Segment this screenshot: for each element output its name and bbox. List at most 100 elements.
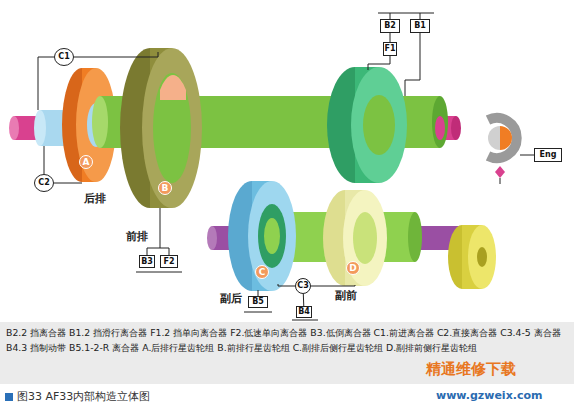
- stage-label: 后排: [84, 191, 124, 207]
- output-gear: [327, 67, 407, 183]
- sub-rear-gear: [228, 181, 296, 291]
- connector-line: [390, 33, 391, 42]
- component-label: F1: [384, 45, 395, 53]
- sub-rear-gear-part: [248, 181, 296, 291]
- torque-converter-part: [500, 126, 512, 150]
- sub-rear-gear-part: [258, 204, 286, 268]
- badge-outline: [256, 266, 269, 279]
- linkage-lines-part: [147, 248, 148, 255]
- linkage-lines-part: [420, 13, 421, 19]
- clutch-symbol: C2: [34, 174, 54, 192]
- box-outline: [140, 256, 155, 268]
- linkage-lines-part: [74, 52, 158, 57]
- torque-converter-part: [520, 155, 534, 156]
- linkage-lines-part: [405, 33, 420, 96]
- linkage-lines-part: [378, 13, 434, 14]
- component-box: Eng: [534, 148, 562, 162]
- sub-shaft-part: [408, 212, 422, 262]
- linkage-lines: [38, 13, 434, 320]
- intermediate-shaft-part: [432, 96, 448, 148]
- gear-set-marker: B: [158, 181, 172, 195]
- circle-outline: [35, 175, 54, 192]
- watermark-url: www.gzweix.com: [436, 388, 571, 404]
- linkage-lines-part: [258, 290, 259, 296]
- sub-front-gear: [323, 190, 387, 286]
- gear-set-marker: A: [79, 155, 93, 169]
- linkage-lines-part: [44, 146, 45, 174]
- circle-outline: [55, 49, 74, 66]
- figure-caption: 图33 AF33内部构造立体图: [17, 389, 150, 405]
- sub-rear-gear-part: [264, 218, 280, 254]
- torque-converter-part: [488, 118, 517, 158]
- component-label: C2: [38, 179, 49, 187]
- linkage-lines-part: [311, 285, 355, 286]
- torque-converter-part: [495, 166, 505, 178]
- linkage-lines-part: [54, 183, 82, 184]
- stage-label: 副后: [220, 291, 250, 307]
- box-outline: [297, 307, 312, 318]
- sub-front-gear-part: [343, 190, 387, 286]
- output-disc: [448, 225, 496, 289]
- box-outline: [381, 20, 400, 33]
- watermark: 精通维修下载: [426, 359, 571, 381]
- gear-letter: A: [83, 158, 90, 167]
- badge-outline: [347, 262, 360, 275]
- component-label: B3: [141, 258, 153, 266]
- output-disc-part: [468, 225, 496, 289]
- legend-note: B2.2 挡离合器 B1.2 挡滑行离合器 F1.2 挡单向离合器 F2.低速单…: [6, 325, 566, 355]
- box-outline: [249, 297, 268, 308]
- linkage-lines-part: [147, 248, 169, 249]
- torque-converter: [488, 118, 534, 184]
- caption-marker: [5, 393, 13, 401]
- front-planetary-gear-part: [153, 73, 191, 183]
- component-box: B4: [296, 306, 312, 318]
- output-gear-part: [351, 67, 407, 183]
- gear-letter: C: [259, 268, 266, 277]
- note-band: [0, 322, 574, 384]
- badge-outline: [80, 156, 93, 169]
- box-outline: [384, 43, 397, 56]
- component-box: F1: [383, 42, 397, 56]
- front-planetary-gear-part: [142, 48, 202, 208]
- clutch-symbol: C3: [295, 278, 311, 294]
- component-box: B1: [410, 19, 430, 33]
- linkage-lines-part: [160, 208, 161, 248]
- gear-letter: B: [162, 184, 169, 193]
- badge-outline: [159, 182, 172, 195]
- front-planetary-gear: [120, 48, 202, 208]
- linkage-lines-part: [368, 56, 390, 70]
- box-outline: [535, 149, 562, 162]
- clutch-symbol: C1: [54, 48, 74, 66]
- input-shaft-part: [451, 116, 461, 140]
- connector-line: [303, 294, 304, 306]
- linkage-lines-part: [169, 248, 170, 255]
- component-label: B2: [384, 22, 396, 30]
- circle-outline: [296, 279, 311, 294]
- box-outline: [161, 256, 178, 268]
- intermediate-shaft-part: [435, 116, 445, 140]
- linkage-lines-part: [38, 57, 54, 110]
- component-label: F2: [163, 258, 174, 266]
- component-label: C1: [58, 53, 69, 61]
- component-label: Eng: [540, 151, 557, 159]
- front-planetary-gear-part: [160, 75, 186, 100]
- rear-planetary-gear: [62, 68, 116, 182]
- gear-set-marker: C: [255, 265, 269, 279]
- component-label: B1: [414, 22, 426, 30]
- stage-label: 前排: [126, 229, 166, 245]
- component-box: B5: [248, 296, 268, 308]
- sub-front-gear-part: [353, 212, 377, 264]
- box-outline: [411, 20, 430, 33]
- input-shaft-part: [9, 116, 19, 140]
- torque-converter-part: [488, 126, 500, 150]
- linkage-lines-part: [136, 272, 182, 273]
- output-gear-part: [363, 95, 395, 155]
- torque-converter-part: [500, 178, 501, 184]
- linkage-lines-part: [390, 13, 391, 19]
- component-box: F2: [160, 255, 178, 268]
- gear-letter: D: [349, 264, 356, 273]
- sub-shaft-part: [207, 226, 217, 250]
- component-label: C3: [297, 282, 308, 290]
- component-box: B2: [380, 19, 400, 33]
